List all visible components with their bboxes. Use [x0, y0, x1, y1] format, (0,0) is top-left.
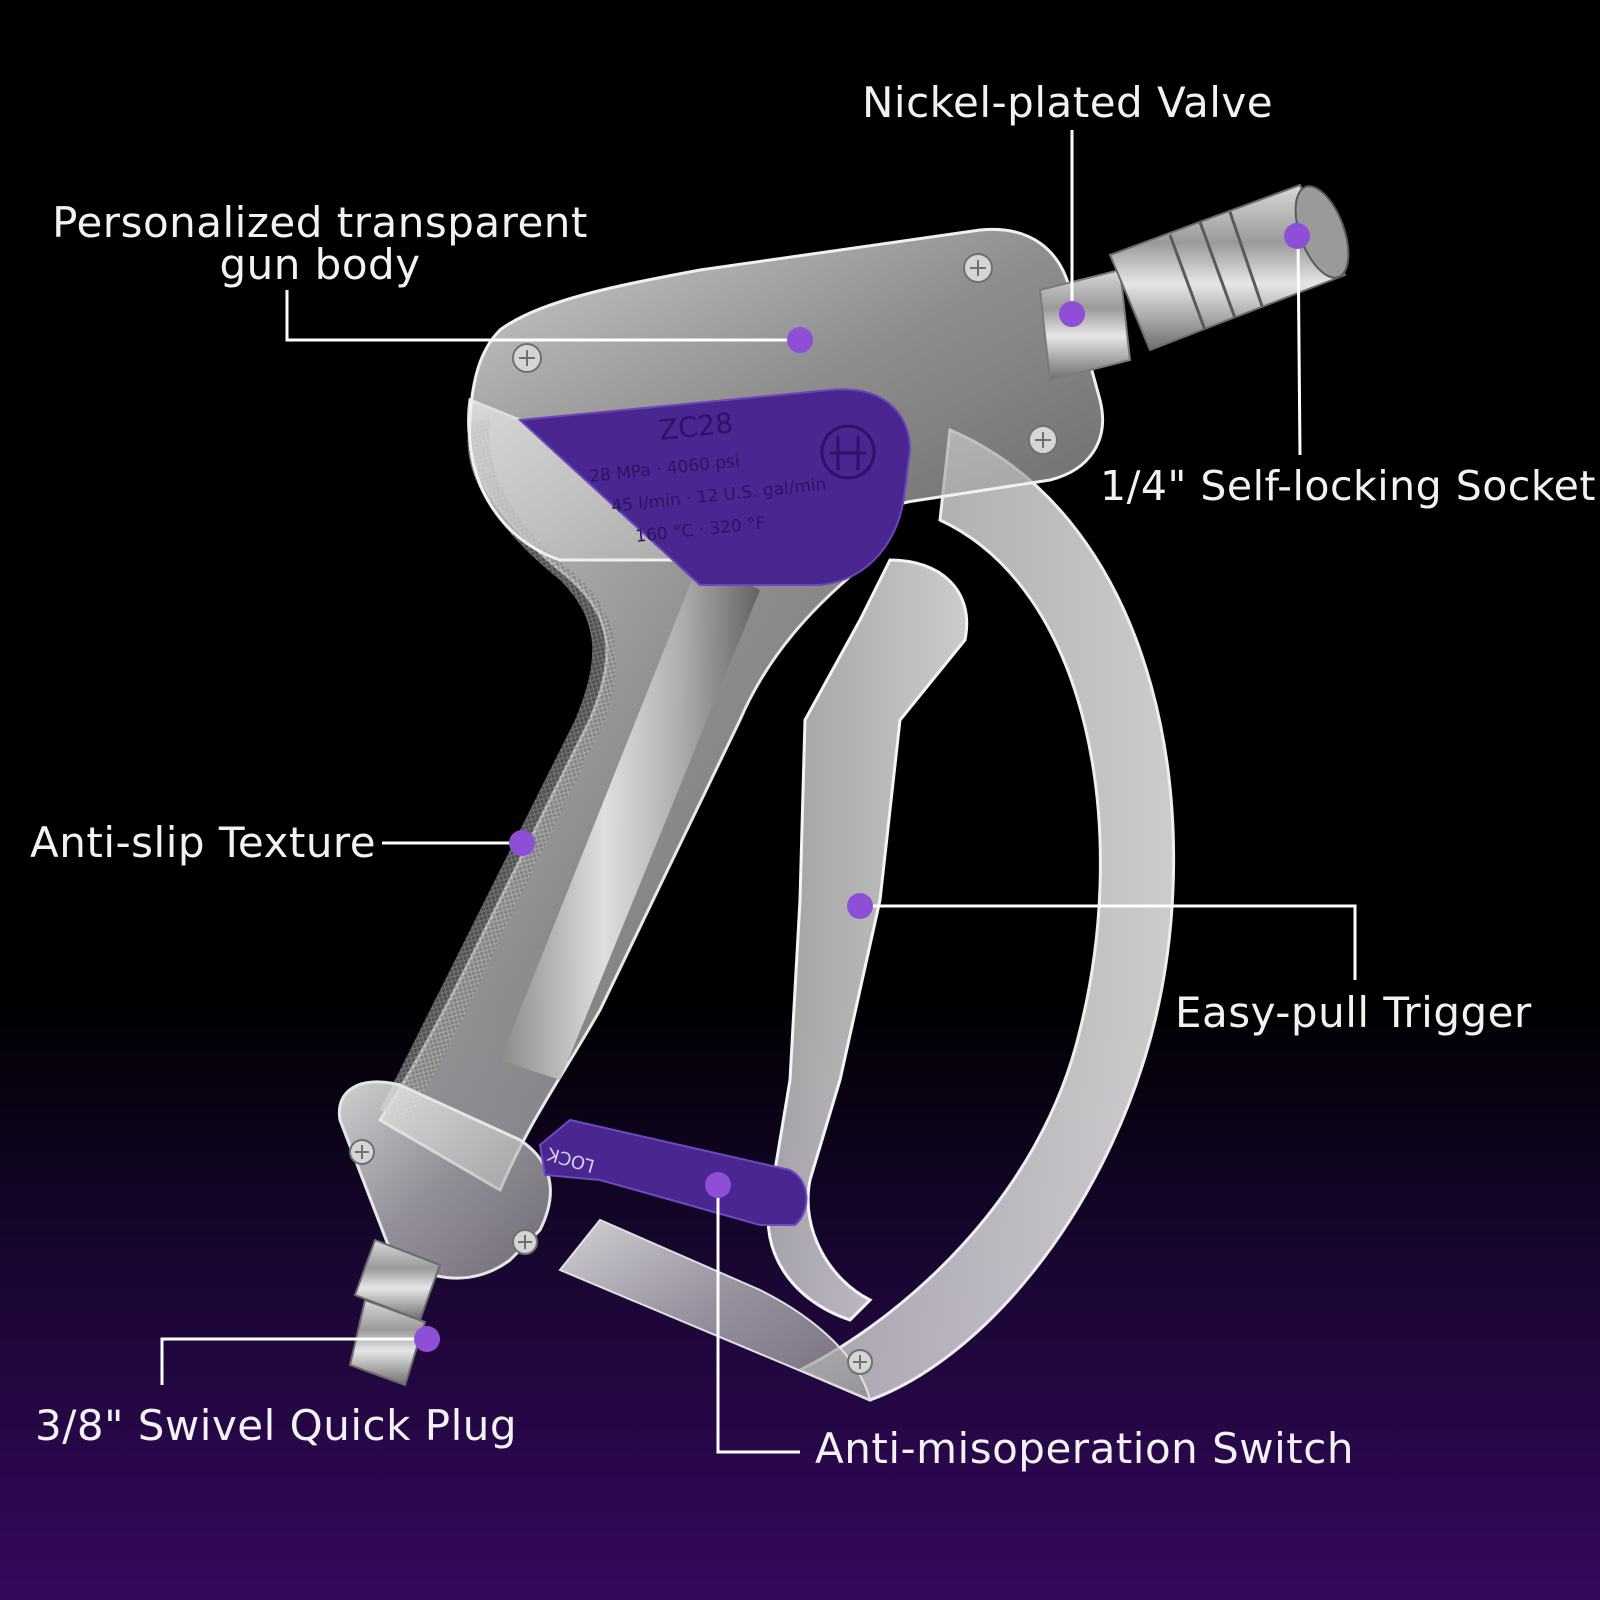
leader-socket [1296, 235, 1302, 456]
nickel-valve [1038, 268, 1132, 382]
leader-plug [160, 1337, 427, 1385]
gun-head: ZC28 28 MPa · 4060 psi 45 l/min · 12 U.S… [468, 227, 1105, 586]
leader-trigger [860, 904, 1357, 980]
marker-trigger [847, 893, 873, 919]
circle-monogram-icon [820, 424, 876, 480]
spec-plate [517, 388, 912, 586]
callout-markers [414, 223, 1310, 1352]
leader-body [285, 290, 800, 342]
label-nickel-plated-valve: Nickel-plated Valve [862, 78, 1274, 127]
label-self-locking-socket: 1/4" Self-locking Socket [1100, 462, 1596, 510]
label-body-line-2: gun body [219, 240, 421, 289]
marker-texture [509, 830, 535, 856]
trigger-guard [558, 427, 1176, 1402]
marker-valve [1059, 301, 1085, 327]
label-swivel-quick-plug: 3/8" Swivel Quick Plug [35, 1401, 518, 1450]
label-anti-slip-texture: Anti-slip Texture [30, 818, 377, 867]
plate-model: ZC28 [657, 406, 734, 447]
valve-socket [1038, 183, 1350, 382]
marker-switch [705, 1172, 731, 1198]
marker-plug [414, 1326, 440, 1352]
label-easy-pull-trigger: Easy-pull Trigger [1175, 988, 1532, 1037]
leader-switch [716, 1185, 800, 1454]
trigger-lever [766, 558, 969, 1322]
swivel-plug [337, 1080, 552, 1387]
lock-switch: LOCK [538, 1118, 808, 1226]
leader-lines [160, 130, 1357, 1454]
marker-socket [1284, 223, 1310, 249]
grip-body [377, 397, 873, 1193]
label-anti-misoperation-switch: Anti-misoperation Switch [815, 1424, 1354, 1473]
label-body-line-1: Personalized transparent [52, 198, 588, 247]
marker-body [787, 327, 813, 353]
label-transparent-gun-body: Personalized transparent gun body [50, 202, 590, 286]
self-locking-socket [1108, 183, 1347, 352]
